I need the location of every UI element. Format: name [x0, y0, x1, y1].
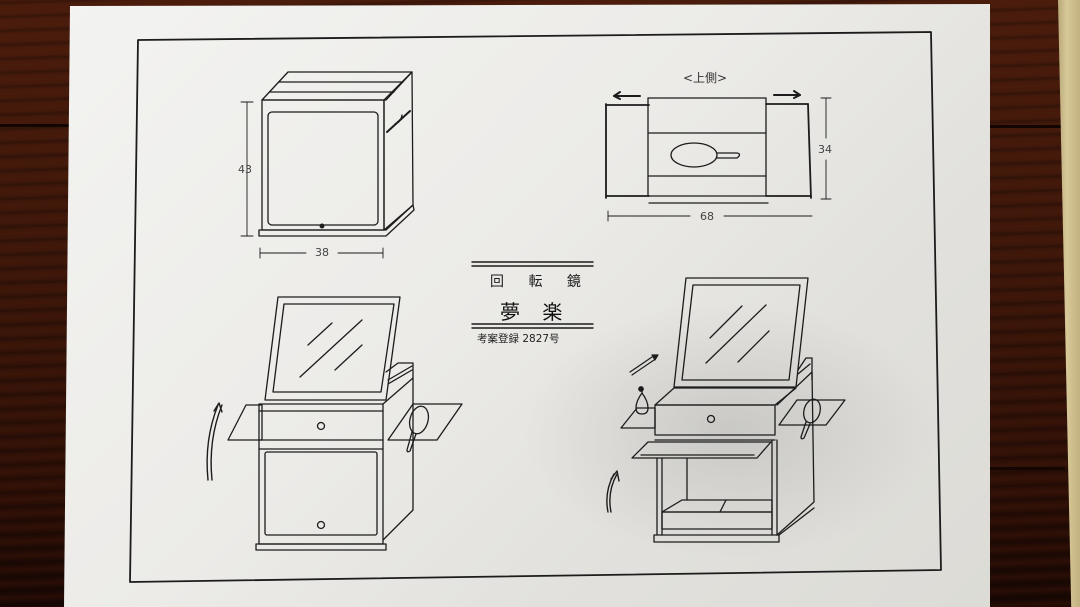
rotate-up-arrow — [606, 470, 620, 513]
closed-cabinet-view — [240, 71, 415, 259]
dimension-height-label: 43 — [238, 163, 252, 176]
right-arrow — [773, 90, 801, 99]
title-rules — [471, 261, 594, 329]
plank-seam — [0, 124, 70, 127]
dimension-extended-width-label: 68 — [700, 210, 714, 223]
plank-seam — [985, 467, 1065, 470]
slide-arrow — [629, 354, 659, 376]
rotate-up-arrow — [206, 402, 223, 481]
drawing-sheet — [64, 4, 990, 607]
drawing-border-frame — [129, 31, 942, 583]
top-view-label: <上側> — [683, 71, 728, 85]
open-cabinet-shelf-view — [606, 277, 846, 543]
left-arrow — [613, 91, 641, 100]
top-view — [605, 90, 832, 222]
plank-seam — [985, 125, 1065, 128]
registration-caption: 考案登録 2827号 — [477, 333, 560, 345]
open-cabinet-door-view — [206, 296, 463, 551]
title-line-1: 回 転 鏡 — [490, 274, 591, 290]
dimension-depth-label: 34 — [818, 143, 832, 156]
dimension-width-label: 38 — [315, 246, 329, 259]
title-line-2: 夢 楽 — [500, 300, 571, 324]
camera-shadow — [520, 300, 940, 560]
